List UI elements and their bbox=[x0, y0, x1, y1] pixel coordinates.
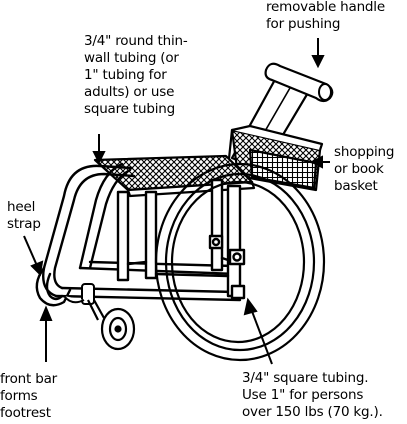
basket bbox=[226, 124, 324, 192]
removable-handle-label: removable handle for pushing bbox=[266, 0, 385, 33]
label-line: strap bbox=[7, 216, 41, 232]
label-line: heel bbox=[7, 199, 36, 215]
pointer-arrows bbox=[23, 38, 330, 365]
label-line: square tubing bbox=[84, 101, 175, 117]
front-bar-label: front bar forms footrest bbox=[0, 371, 57, 422]
label-line: 3/4" square tubing. bbox=[242, 370, 369, 386]
heel-strap-label: heel strap bbox=[7, 199, 41, 233]
label-line: footrest bbox=[0, 405, 51, 421]
heel-strap bbox=[63, 283, 95, 305]
label-line: removable handle bbox=[266, 0, 385, 15]
rear-wheel bbox=[154, 162, 326, 362]
label-line: or book bbox=[334, 161, 384, 177]
label-line: shopping bbox=[334, 144, 395, 160]
label-line: adults) or use bbox=[84, 84, 175, 100]
label-line: for pushing bbox=[266, 16, 341, 32]
frame bbox=[35, 162, 246, 307]
label-line: wall tubing (or bbox=[84, 50, 179, 66]
label-line: over 150 lbs (70 kg.). bbox=[242, 404, 383, 420]
label-line: front bar bbox=[0, 371, 57, 387]
label-line: basket bbox=[334, 178, 378, 194]
label-line: 1" tubing for bbox=[84, 67, 167, 83]
label-line: Use 1" for persons bbox=[242, 387, 364, 403]
label-line: 3/4" round thin- bbox=[84, 33, 188, 49]
caster-wheel bbox=[87, 299, 136, 351]
label-line: forms bbox=[0, 388, 38, 404]
basket-label: shopping or book basket bbox=[334, 144, 394, 195]
round-tubing-label: 3/4" round thin- wall tubing (or 1" tubi… bbox=[84, 33, 188, 118]
square-tubing-label: 3/4" square tubing. Use 1" for persons o… bbox=[242, 370, 383, 421]
